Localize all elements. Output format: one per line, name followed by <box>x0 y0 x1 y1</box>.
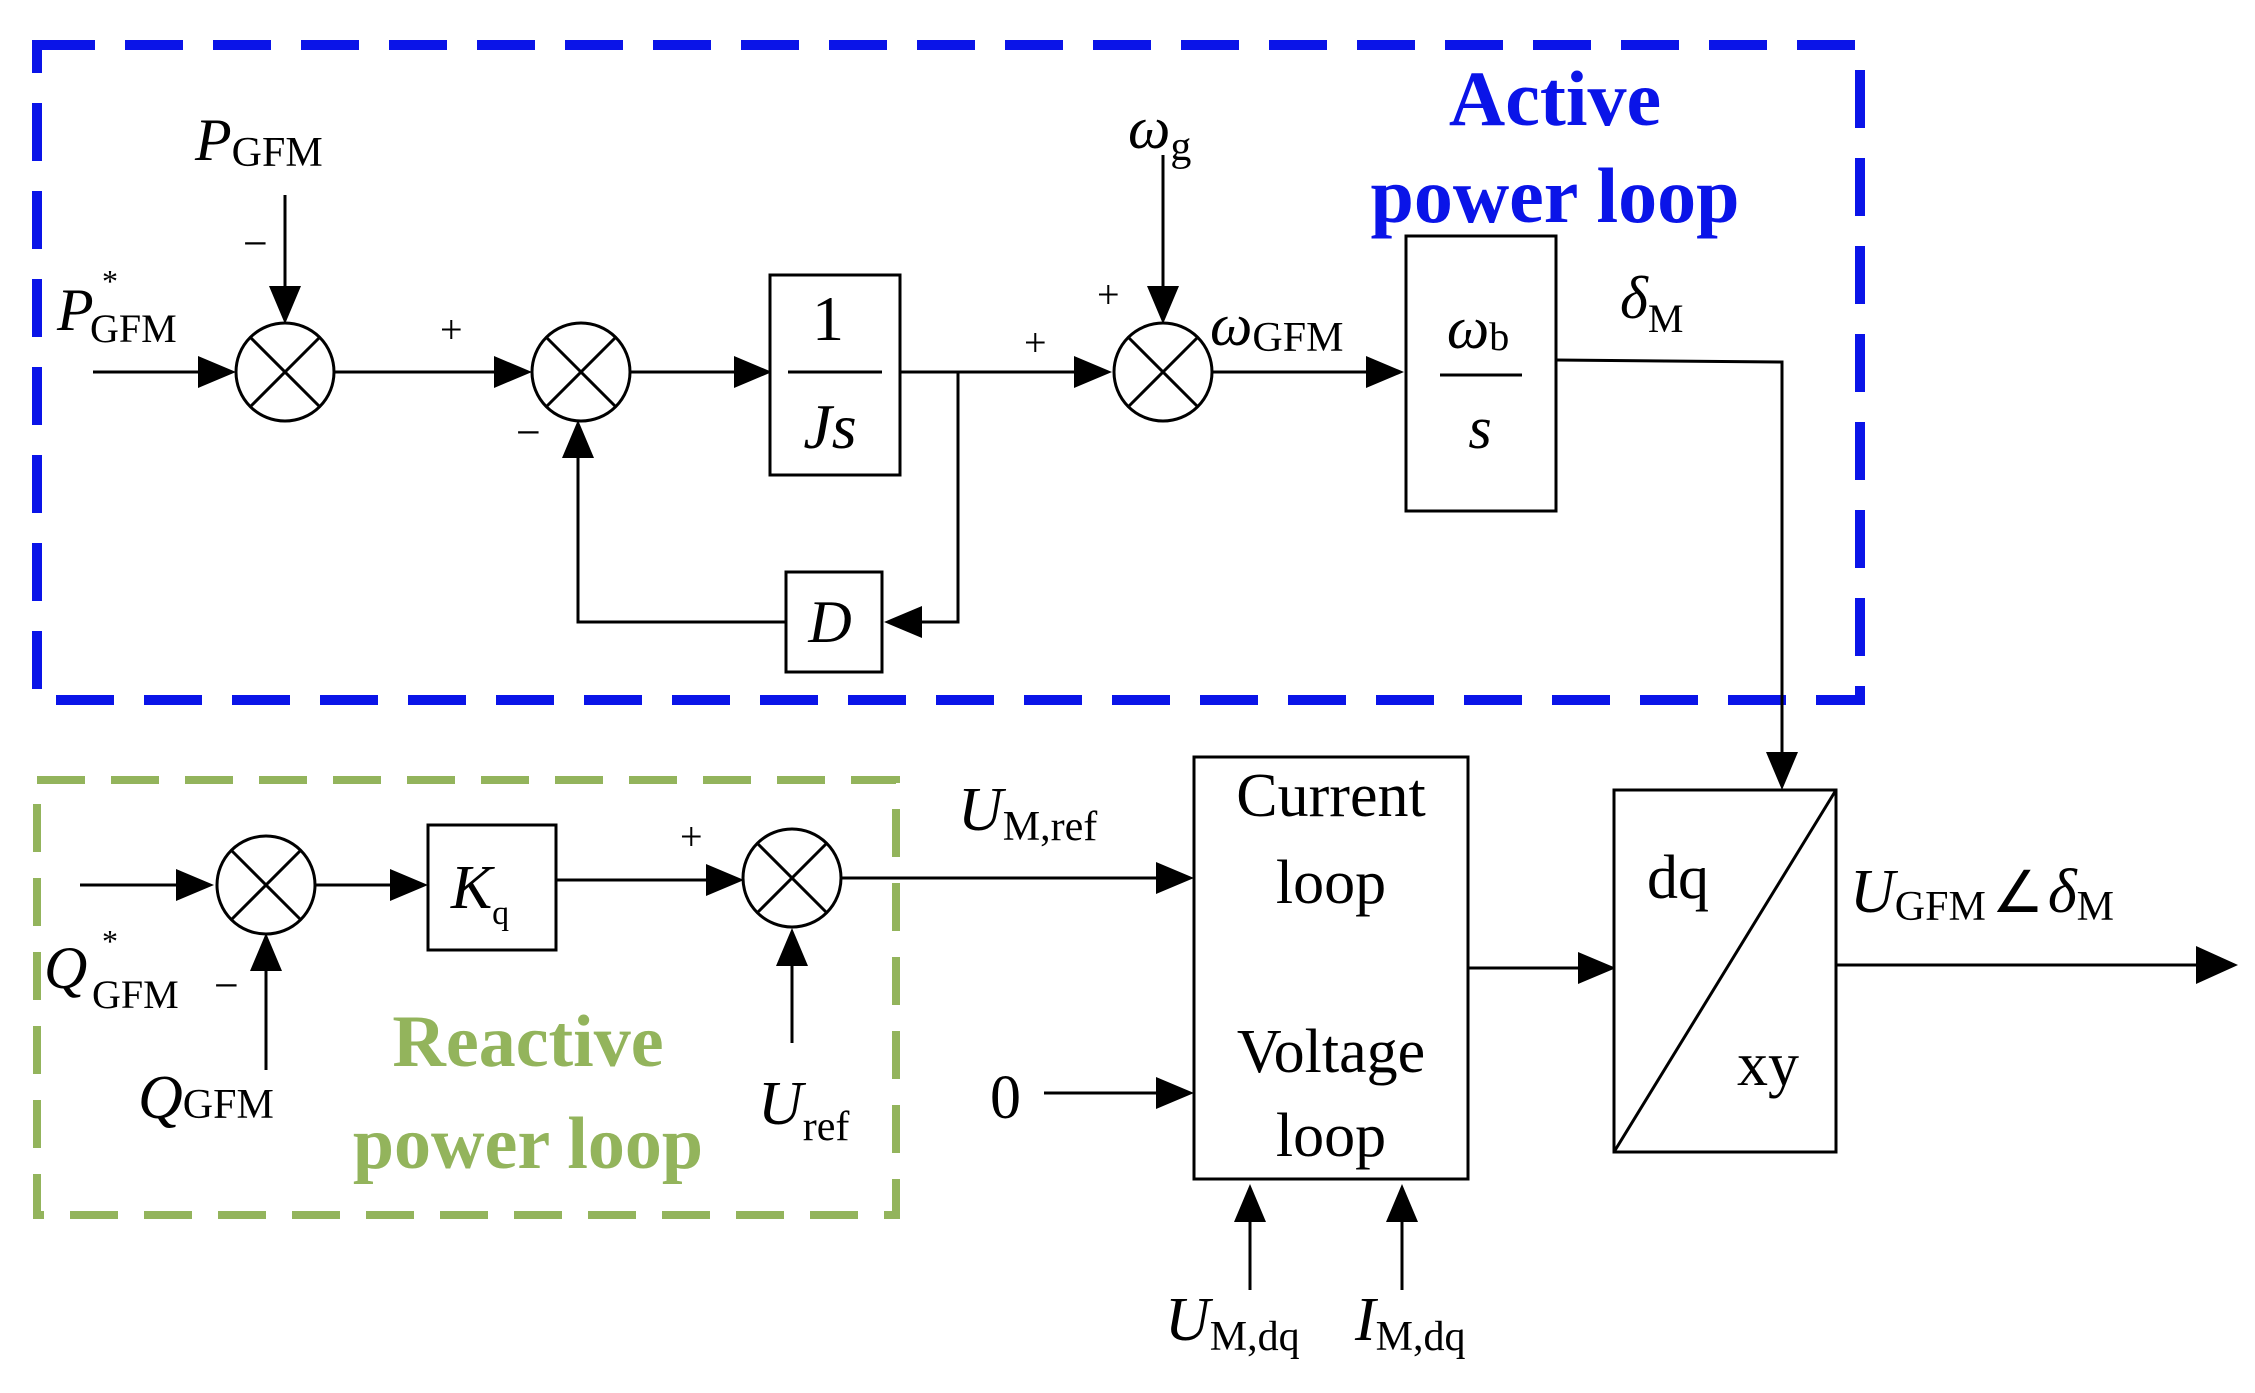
controller-line2: loop <box>1276 849 1386 917</box>
controller-line3: Voltage <box>1237 1018 1425 1086</box>
sign-sum2-bottom: − <box>516 408 541 457</box>
svg-text:*: * <box>102 923 118 959</box>
sign-sum3-top: + <box>1097 272 1120 317</box>
label-u-m-dq: UM,dq <box>1165 1286 1300 1360</box>
label-p-gfm: PGFM <box>194 107 323 176</box>
label-q-gfm: QGFM <box>138 1064 274 1132</box>
label-u-ref: Uref <box>758 1070 849 1150</box>
sign-sum4-bottom: − <box>214 961 239 1010</box>
svg-text:*: * <box>102 263 118 299</box>
sign-sum2-left: + <box>440 307 463 352</box>
label-omega-g: ωg <box>1128 95 1191 170</box>
controller-line1: Current <box>1236 762 1425 830</box>
label-q-gfm-ref: Q * GFM <box>44 923 179 1017</box>
sign-sum3-left: + <box>1024 320 1047 365</box>
active-title-line2: power loop <box>1370 152 1739 239</box>
block-kq: Kq <box>426 823 558 952</box>
inertia-numerator: 1 <box>812 283 844 354</box>
svg-text:P: P <box>56 277 94 343</box>
svg-text:GFM: GFM <box>90 306 177 351</box>
label-p-gfm-ref: P * GFM <box>56 263 177 351</box>
block-current-voltage-controller: Current loop Voltage loop <box>1192 755 1470 1181</box>
kq-label: Kq <box>450 854 509 932</box>
active-power-loop-frame <box>32 40 1865 705</box>
label-u-m-ref: UM,ref <box>958 776 1097 850</box>
reactive-title-line1: Reactive <box>392 1001 663 1083</box>
controller-line4: loop <box>1276 1102 1386 1170</box>
wires <box>80 155 2238 1290</box>
integrator-numerator: ωb <box>1447 295 1509 361</box>
sum-junction-voltage-ref <box>741 827 843 929</box>
integrator-denominator: s <box>1468 395 1491 461</box>
svg-text:GFM: GFM <box>92 972 179 1017</box>
label-omega-gfm: ωGFM <box>1210 292 1343 361</box>
sign-sum1-top: − <box>243 219 268 268</box>
reactive-title-line2: power loop <box>353 1103 703 1185</box>
reactive-power-loop-frame <box>33 776 900 1219</box>
active-title-line1: Active <box>1449 55 1661 142</box>
sign-sum5-left: + <box>680 814 703 859</box>
label-output-voltage: UGFM∠δM <box>1850 858 2114 930</box>
sum-junction-reactive-error <box>215 834 317 936</box>
block-dq-to-xy: dq xy <box>1612 788 1838 1154</box>
block-inertia: 1 Js <box>768 273 902 477</box>
svg-text:Q: Q <box>44 935 87 1001</box>
transform-bottom-label: xy <box>1737 1031 1799 1099</box>
label-zero: 0 <box>990 1064 1021 1132</box>
damping-label: D <box>807 589 851 655</box>
sum-junction-power-error <box>234 321 336 423</box>
inertia-denominator: Js <box>803 391 856 462</box>
sum-junction-grid-frequency <box>1112 321 1214 423</box>
block-damping: D <box>784 570 884 674</box>
label-delta-m: δM <box>1620 265 1683 341</box>
sum-junction-damping <box>530 321 632 423</box>
block-integrator: ωb s <box>1404 234 1558 513</box>
transform-top-label: dq <box>1647 844 1709 912</box>
label-i-m-dq: IM,dq <box>1354 1286 1466 1360</box>
